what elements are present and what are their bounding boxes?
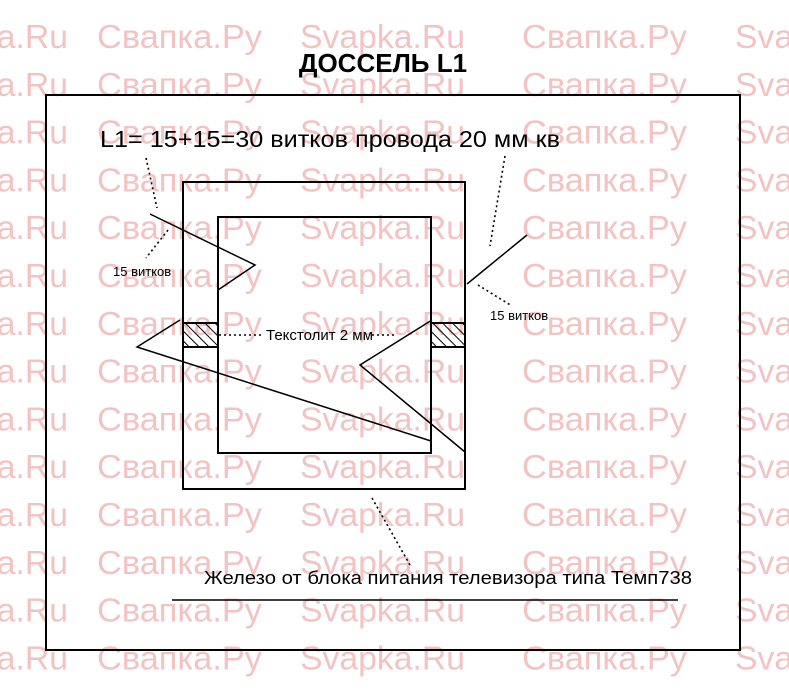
watermark-text: Svapka.Ru [300,114,465,151]
watermark-text: Svapka.Ru [0,353,68,390]
watermark-text: Svapka.Ru [735,209,789,246]
watermark-text: Svapka.Ru [0,257,68,294]
leader-formula-to-left-winding [145,157,158,209]
watermark-text: Свапка.Ру [97,496,263,533]
watermark-text: Svapka.Ru [0,400,68,437]
right-turns-label: 15 витков [490,308,548,323]
watermark-text: Svapka.Ru [0,66,68,103]
watermark-text: Svapka.Ru [735,257,789,294]
watermark-text: Svapka.Ru [735,161,789,198]
watermark-text: Свапка.Ру [522,114,688,151]
watermark-text: Свапка.Ру [522,353,688,390]
left-winding [135,213,432,442]
left-winding-upper-turn [149,213,257,291]
watermark-text: Svapka.Ru [735,592,789,629]
watermark-text: Свапка.Ру [97,257,263,294]
core-label: Железо от блока питания телевизора типа … [204,568,692,588]
watermark-text: Svapka.Ru [300,496,465,533]
watermark-text: Свапка.Ру [97,305,263,342]
watermark-text: Svapka.Ru [735,353,789,390]
watermark-text: Свапка.Ру [522,448,688,485]
watermark-text: Svapka.Ru [300,209,465,246]
textolite-spacer-left [182,322,219,348]
watermark-text: Свапка.Ру [522,257,688,294]
watermark-text: Svapka.Ru [0,496,68,533]
winding-formula: L1= 15+15=30 витков провода 20 мм кв [100,126,560,152]
watermark-text: Svapka.Ru [735,496,789,533]
right-winding-lead [466,234,528,285]
watermark-text: Svapka.Ru [735,400,789,437]
outer-frame [45,94,741,651]
watermark-text: Свапка.Ру [97,353,263,390]
watermark-text: Svapka.Ru [300,592,465,629]
watermark-text: Svapka.Ru [0,18,68,55]
watermark: Svapka.RuСвапка.РуSvapka.RuСвапка.РуSvap… [0,18,789,676]
watermark-text: Svapka.Ru [0,639,68,676]
watermark-text: Svapka.Ru [300,18,465,55]
watermark-text: Свапка.Ру [522,161,688,198]
watermark-text: Свапка.Ру [522,400,688,437]
watermark-text: Свапка.Ру [97,400,263,437]
watermark-text: Svapka.Ru [300,639,465,676]
watermark-text: Svapka.Ru [735,544,789,581]
watermark-text: Svapka.Ru [300,544,465,581]
watermark-text: Свапка.Ру [97,66,263,103]
watermark-text: Svapka.Ru [735,18,789,55]
watermark-text: Svapka.Ru [300,400,465,437]
watermark-text: Свапка.Ру [97,544,263,581]
watermark-text: Свапка.Ру [97,639,263,676]
watermark-text: Свапка.Ру [522,305,688,342]
right-winding-turn [358,319,466,453]
watermark-text: Svapka.Ru [735,114,789,151]
watermark-text: Svapka.Ru [735,448,789,485]
watermark-text: Свапка.Ру [97,18,263,55]
watermark-text: Свапка.Ру [522,544,688,581]
watermark-text: Свапка.Ру [97,592,263,629]
left-winding-lower-turn [135,319,432,442]
spacer-label: Текстолит 2 мм [266,327,373,344]
watermark-text: Svapka.Ru [0,305,68,342]
watermark-text: Svapka.Ru [0,114,68,151]
leader-left-winding-label [145,229,169,259]
watermark-text: Svapka.Ru [300,257,465,294]
watermark-text: Svapka.Ru [300,448,465,485]
watermark-text: Svapka.Ru [300,66,465,103]
watermark-text: Svapka.Ru [735,305,789,342]
right-winding [358,234,528,453]
watermark-text: Свапка.Ру [97,161,263,198]
watermark-text: Свапка.Ру [522,592,688,629]
watermark-text: Svapka.Ru [0,448,68,485]
watermark-text: Svapka.Ru [0,209,68,246]
left-turns-label: 15 витков [113,264,171,279]
watermark-text: Свапка.Ру [522,209,688,246]
watermark-text: Svapka.Ru [0,544,68,581]
watermark-text: Свапка.Ру [97,114,263,151]
watermark-text: Svapka.Ru [300,161,465,198]
watermark-text: Свапка.Ру [522,18,688,55]
diagram-title: ДОССЕЛЬ L1 [299,48,467,78]
watermark-text: Свапка.Ру [522,496,688,533]
watermark-text: Свапка.Ру [522,66,688,103]
leader-formula-to-right-winding [489,155,506,247]
leader-right-winding-label [477,284,513,307]
textolite-spacer-right [430,322,466,348]
watermark-text: Svapka.Ru [735,639,789,676]
watermark-text: Svapka.Ru [0,161,68,198]
watermark-text: Svapka.Ru [735,66,789,103]
watermark-text: Svapka.Ru [0,592,68,629]
watermark-text: Свапка.Ру [522,639,688,676]
watermark-text: Свапка.Ру [97,448,263,485]
